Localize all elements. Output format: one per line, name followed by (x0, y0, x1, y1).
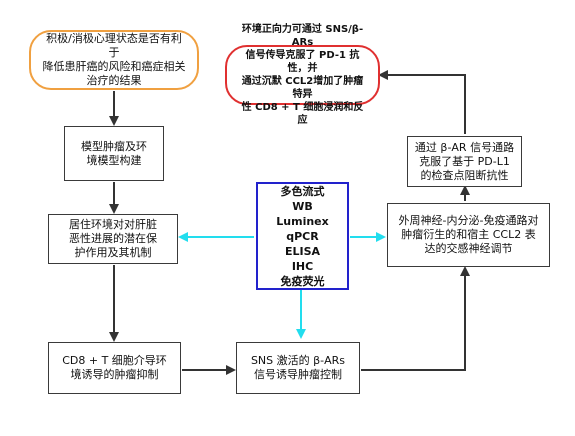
method-item: Luminex (276, 214, 329, 228)
method-item: 免疫荧光 (280, 274, 325, 288)
model-construction-node: 模型肿瘤及环 境模型构建 (64, 126, 164, 181)
method-item: 多色流式 (280, 184, 325, 198)
method-item: ELISA (284, 244, 321, 258)
checkpoint-resistance-node: 通过 β-AR 信号通路 克服了基于 PD-L1 的检查点阻断抗性 (407, 136, 522, 187)
method-item: WB (292, 199, 313, 213)
arrow-sns-to-peripheral (361, 266, 470, 371)
method-item: IHC (291, 259, 314, 273)
method-item: qPCR (286, 229, 319, 243)
sns-beta-ar-node: SNS 激活的 β-ARs 信号诱导肿瘤控制 (236, 342, 360, 394)
arrow-checkpoint-to-conclusion (378, 70, 466, 134)
conclusion-node: 环境正向力可通过 SNS/β-ARs 信号传导克服了 PD-1 抗性，并 通过沉… (225, 24, 380, 126)
research-question-node: 积极/消极心理状态是否有利于 降低患肝癌的风险和癌症相关 治疗的结果 (29, 30, 199, 90)
cd8-tumor-suppression-node: CD8 + T 细胞介导环 境诱导的肿瘤抑制 (48, 342, 181, 394)
protective-mechanism-node: 居住环境对对肝脏 恶性进展的潜在保 护作用及其机制 (48, 214, 178, 264)
methods-list-node: 多色流式 WB Luminex qPCR ELISA IHC 免疫荧光 (256, 182, 349, 290)
peripheral-pathway-node: 外周神经-内分泌-免疫通路对 肿瘤衍生的和宿主 CCL2 表 达的交感神经调节 (387, 203, 550, 267)
